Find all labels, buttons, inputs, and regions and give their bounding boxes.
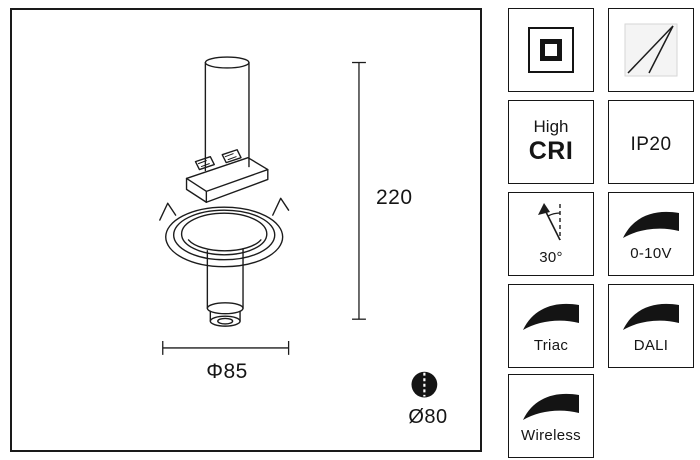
dimension-lines: [162, 61, 366, 355]
square-in-square-icon: [528, 27, 574, 73]
dimension-drawing-panel: 220 Φ85 Ø80: [10, 8, 482, 452]
dimming-curve-icon: [623, 211, 679, 238]
badge-dali: DALI: [608, 284, 694, 368]
dimming-curve-icon: [523, 393, 579, 420]
cutout-hole-icon: [411, 371, 438, 398]
badge-recessed-mount: [508, 8, 594, 92]
high-cri-top-text: High: [533, 117, 569, 137]
tilt-beam-icon: [624, 23, 678, 77]
dim-0-10v-text: 0-10V: [630, 245, 672, 262]
tilt-angle-text: 30°: [539, 249, 563, 266]
height-dimension-label: 220: [376, 186, 413, 209]
dimming-curve-icon: [623, 303, 679, 330]
high-cri-main-text: CRI: [528, 136, 574, 165]
dali-text: DALI: [633, 337, 669, 354]
wireless-text: Wireless: [521, 427, 581, 444]
badge-ip-rating: IP20: [608, 100, 694, 184]
diameter-dimension-label: Φ85: [206, 360, 248, 383]
badge-triac: Triac: [508, 284, 594, 368]
tilt-angle-icon: [538, 203, 561, 241]
ip-rating-text: IP20: [630, 133, 672, 155]
triac-text: Triac: [533, 337, 569, 354]
badge-tilt-angle: 30°: [508, 192, 594, 276]
cutout-dimension-label: Ø80: [408, 406, 448, 428]
badge-wireless: Wireless: [508, 374, 594, 458]
badge-high-cri: High CRI: [508, 100, 594, 184]
luminaire-drawing: [159, 56, 438, 398]
badge-dim-0-10v: 0-10V: [608, 192, 694, 276]
dimming-curve-icon: [523, 303, 579, 330]
fixture-outline: [159, 56, 290, 327]
badge-adjustable-beam: [608, 8, 694, 92]
